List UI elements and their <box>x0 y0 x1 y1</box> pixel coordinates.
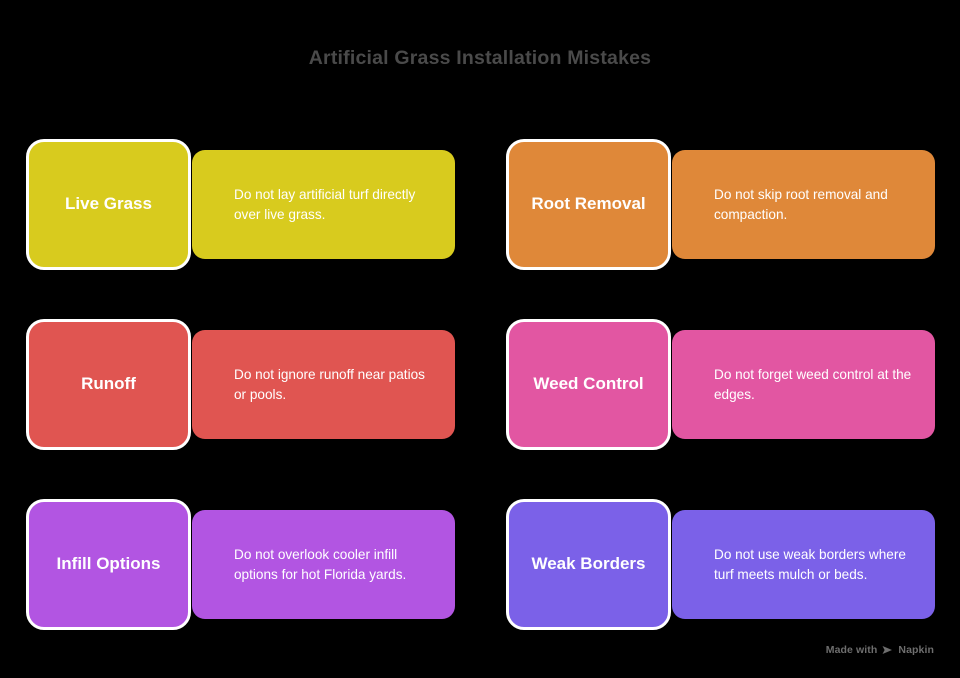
card-row-1: Do not lay artificial turf directly over… <box>0 139 960 319</box>
cards-grid: Do not lay artificial turf directly over… <box>0 139 960 678</box>
card-description: Do not forget weed control at the edges. <box>714 367 912 402</box>
card-row-3: Do not overlook cooler infill options fo… <box>0 499 960 678</box>
card-panel-live-grass: Do not lay artificial turf directly over… <box>192 150 455 259</box>
napkin-watermark: Made with Napkin <box>826 644 934 656</box>
card-label-text: Weed Control <box>533 374 644 394</box>
card-description: Do not overlook cooler infill options fo… <box>234 547 407 582</box>
card-label-text: Weak Borders <box>531 554 646 574</box>
watermark-brand: Napkin <box>898 644 934 656</box>
card-description: Do not lay artificial turf directly over… <box>234 187 416 222</box>
card-label-live-grass[interactable]: Live Grass <box>26 139 191 270</box>
card-label-root-removal[interactable]: Root Removal <box>506 139 671 270</box>
card-panel-infill-options: Do not overlook cooler infill options fo… <box>192 510 455 619</box>
card-description: Do not use weak borders where turf meets… <box>714 547 906 582</box>
card-label-weak-borders[interactable]: Weak Borders <box>506 499 671 630</box>
card-panel-root-removal: Do not skip root removal and compaction. <box>672 150 935 259</box>
card-panel-weak-borders: Do not use weak borders where turf meets… <box>672 510 935 619</box>
card-label-runoff[interactable]: Runoff <box>26 319 191 450</box>
card-label-text: Root Removal <box>531 194 646 214</box>
card-description: Do not ignore runoff near patios or pool… <box>234 367 425 402</box>
card-label-text: Infill Options <box>56 554 161 574</box>
card-row-2: Do not ignore runoff near patios or pool… <box>0 319 960 499</box>
card-label-text: Live Grass <box>65 194 152 214</box>
card-label-text: Runoff <box>81 374 136 394</box>
card-label-infill-options[interactable]: Infill Options <box>26 499 191 630</box>
napkin-paper-plane-icon <box>882 645 893 655</box>
card-description: Do not skip root removal and compaction. <box>714 187 888 222</box>
card-label-weed-control[interactable]: Weed Control <box>506 319 671 450</box>
card-panel-weed-control: Do not forget weed control at the edges. <box>672 330 935 439</box>
page-title: Artificial Grass Installation Mistakes <box>308 47 652 69</box>
watermark-prefix: Made with <box>825 644 878 656</box>
card-panel-runoff: Do not ignore runoff near patios or pool… <box>192 330 455 439</box>
